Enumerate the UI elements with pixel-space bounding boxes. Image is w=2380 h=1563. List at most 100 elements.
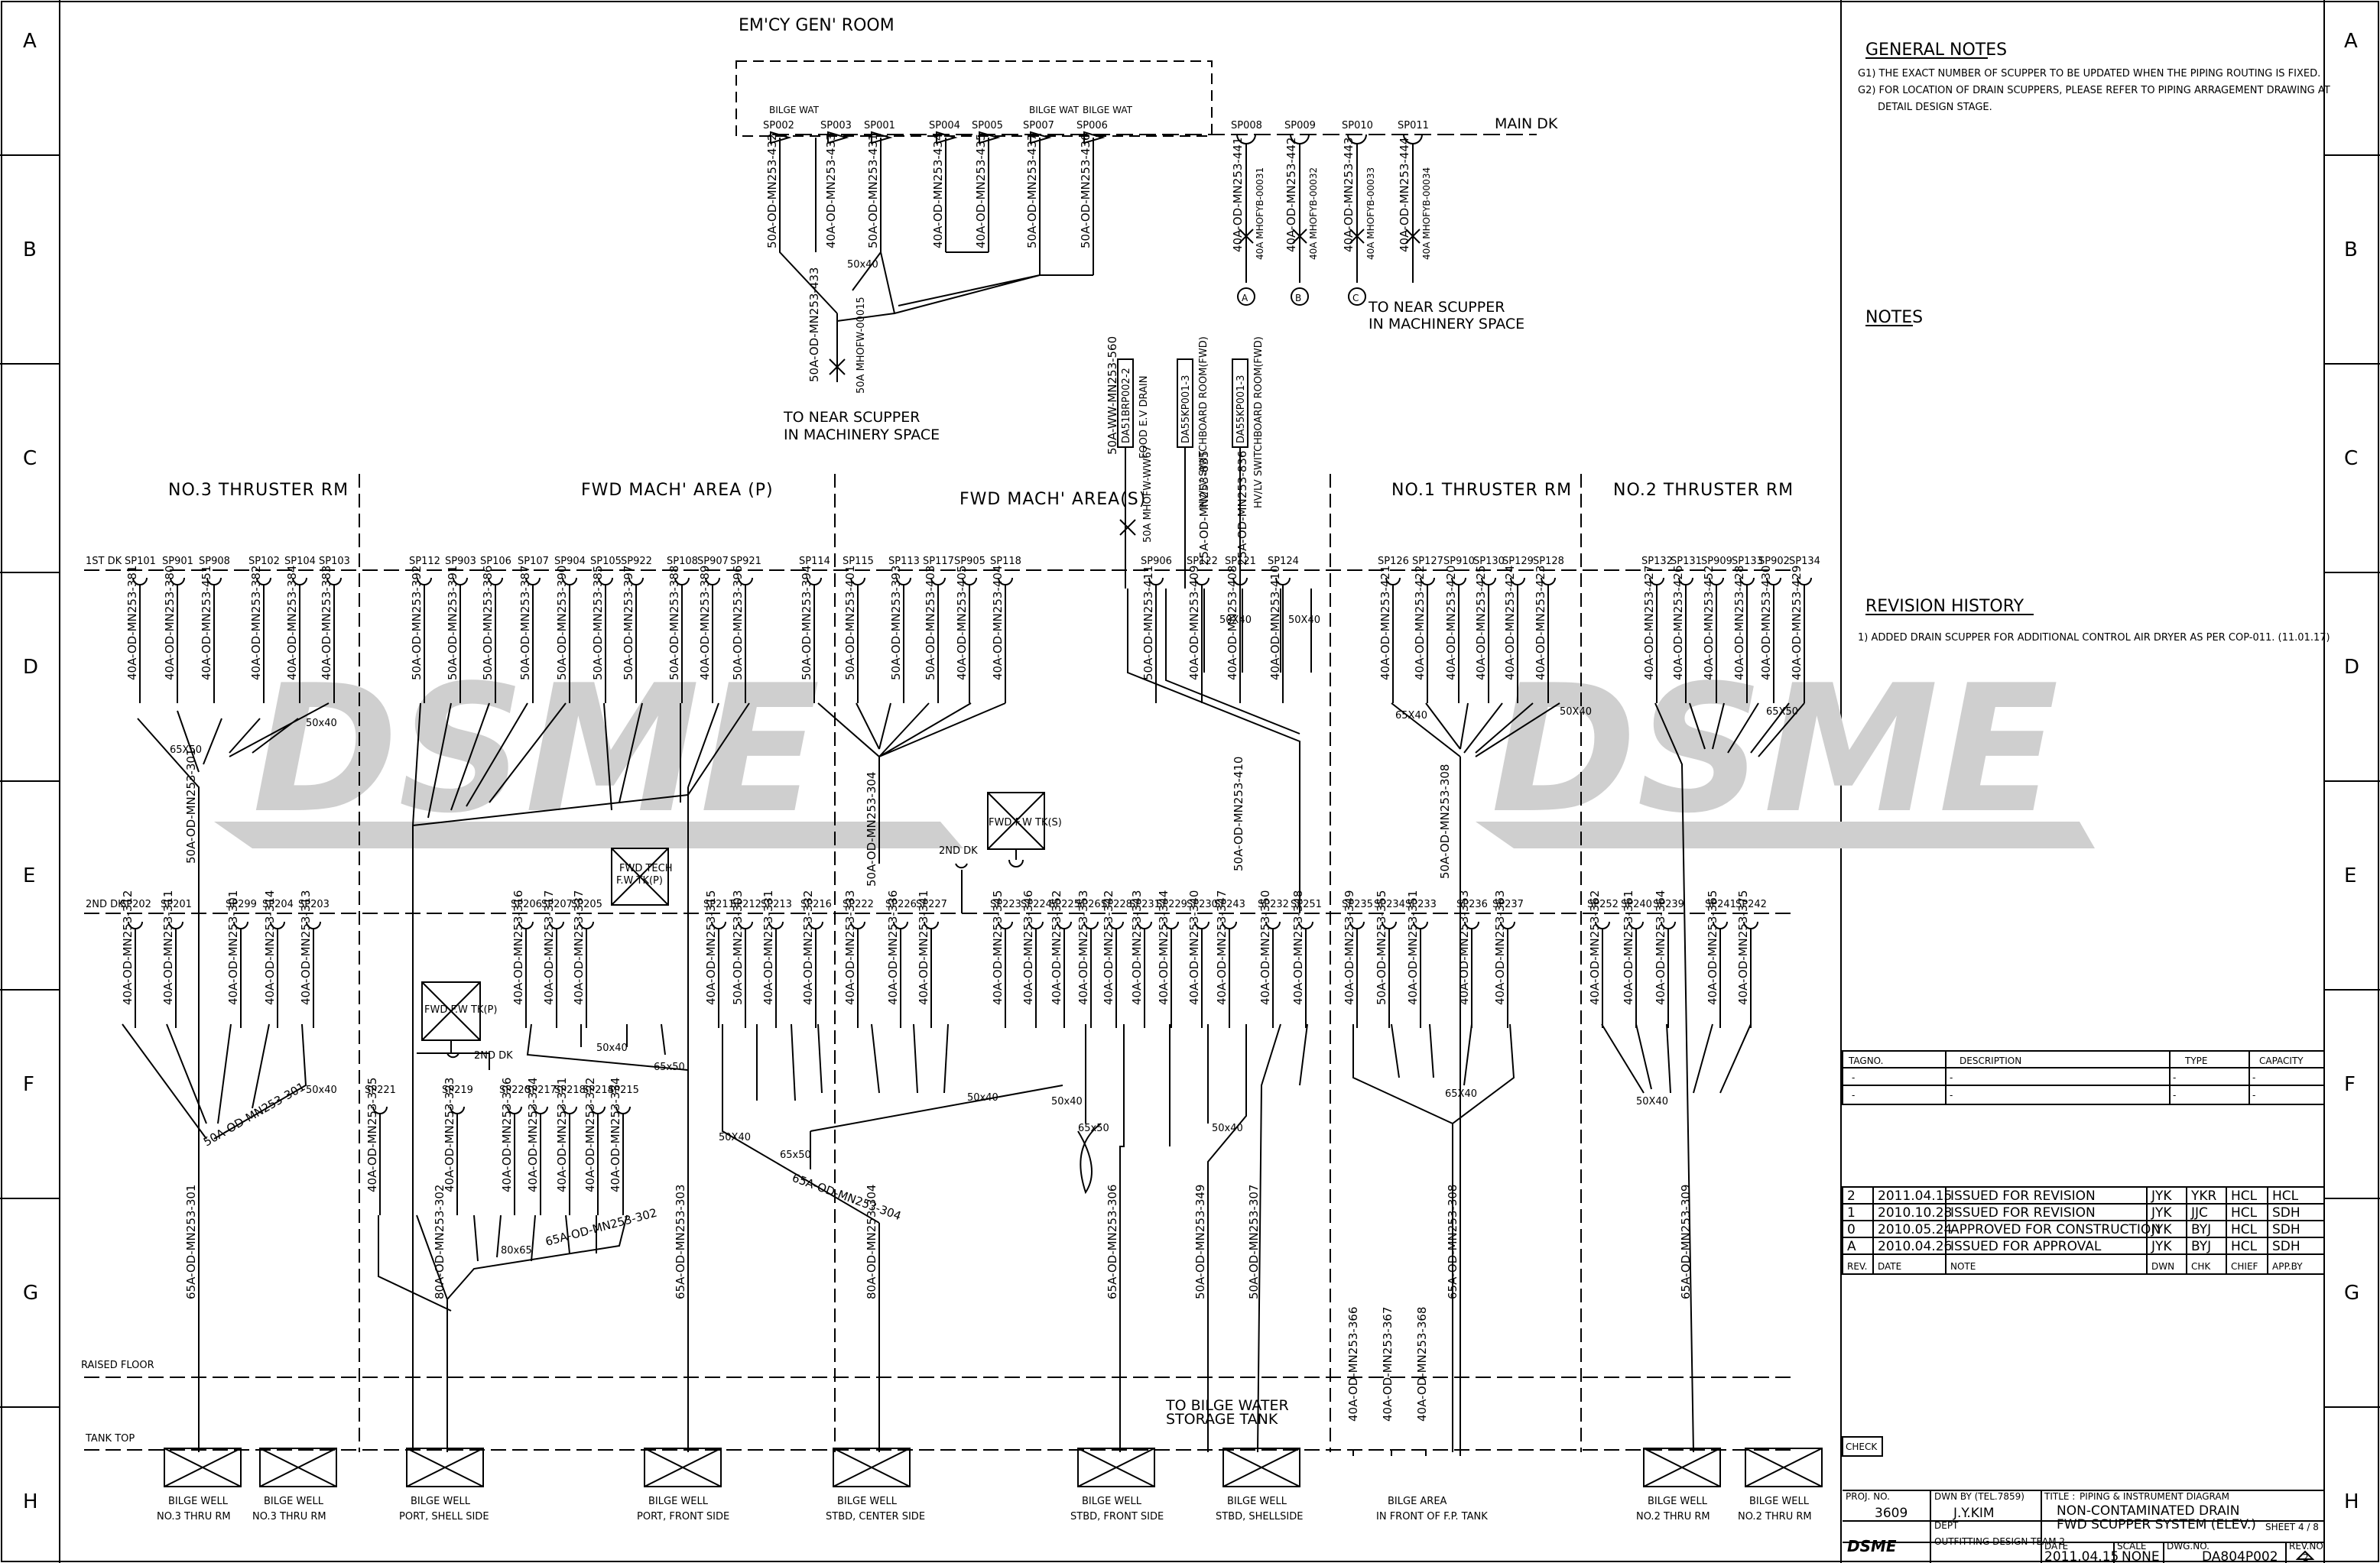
dept: OUTFITTING DESIGN TEAM 2 (1934, 1536, 2065, 1547)
revision-cell: SDH (2272, 1222, 2300, 1237)
emcy-room-title: EM'CY GEN' ROOM (739, 16, 895, 35)
reducer-label: 50X40 (1636, 1096, 1668, 1107)
emcy-to-line1: TO NEAR SCUPPER (783, 409, 920, 426)
emcy-line-2: 40A-OD-MN253-433 (824, 134, 838, 248)
tag-col-tagno: TAGNO. (1848, 1056, 1883, 1066)
bilge-well-symbol (259, 1448, 337, 1487)
scupper-label: SP232 (1258, 899, 1289, 910)
drain-line-label: 40A-OD-MN253-313 (299, 890, 313, 1005)
bilge-wat-tag: BILGE WAT (769, 105, 820, 115)
bilge-well-symbol (1077, 1448, 1155, 1487)
scupper-symbol (962, 577, 977, 585)
zone-marker-left: G (23, 1282, 38, 1305)
scupper-label: SP242 (1735, 899, 1767, 910)
scupper-label: SP904 (554, 556, 586, 567)
scupper-label: SP906 (1141, 556, 1172, 567)
bilge-well-label-1: BILGE WELL (837, 1496, 898, 1507)
drain-line-label: 40A-OD-MN253-353 (1076, 890, 1090, 1005)
drain-line-label: 40A-OD-MN253-409 (1187, 566, 1201, 680)
scupper-symbol (1628, 921, 1644, 929)
scupper-symbol (306, 921, 321, 929)
bilge-well-label-2: STBD, SHELLSIDE (1216, 1511, 1303, 1522)
main-drop-line: 80A-OD-MN253-304 (865, 1185, 878, 1299)
drain-line-label: 40A-OD-MN253-422 (1413, 566, 1427, 680)
scupper-label: SP902 (1758, 556, 1790, 567)
reducer-label: 65X40 (1395, 710, 1427, 722)
scupper-symbol (1595, 921, 1610, 929)
tag-cell: - (2252, 1090, 2255, 1101)
drain-line-label: 40A-OD-MN253-428 (1732, 566, 1746, 680)
scupper-label: SP127 (1412, 556, 1443, 567)
zone-marker-right: G (2344, 1282, 2359, 1305)
ref-hv2-text: HV/LV SWITCHBOARD ROOM(FWD) (1253, 336, 1265, 508)
scupper-label: SP215 (608, 1085, 639, 1096)
zone-marker-right: A (2344, 30, 2358, 53)
scupper-label: SP205 (571, 899, 602, 910)
emcy-scupper-label: SP004 (929, 120, 960, 131)
ref-food-drain: DA51BRP002-2 (1121, 368, 1132, 443)
drain-line-label: 40A-OD-MN253-426 (1671, 566, 1685, 680)
rev-no-label: REV.NO. (2289, 1541, 2326, 1552)
scupper-symbol (1164, 921, 1179, 929)
scupper-symbol (372, 1106, 388, 1114)
bilge-well-symbol (1222, 1448, 1300, 1487)
ref-food-drain-text: FOOD E.V DRAIN (1138, 376, 1150, 459)
scupper-label: SP113 (888, 556, 920, 567)
drain-line-label: 50A-OD-MN253-387 (518, 566, 532, 680)
revision-cell: 2010.05.24 (1878, 1222, 1952, 1237)
scupper-label: SP129 (1502, 556, 1534, 567)
area-dividers (359, 474, 1582, 1452)
zone-marker-right: H (2344, 1490, 2359, 1513)
drain-line-label: 50A-OD-MN253-403 (924, 566, 937, 680)
scupper-symbol (1298, 921, 1313, 929)
drain-line-label: 40A-OD-MN253-326 (500, 1078, 514, 1192)
scupper-symbol (1743, 921, 1758, 929)
scupper-symbol (930, 577, 946, 585)
tag-cell: - (1950, 1090, 1953, 1101)
zone-marker-left: A (23, 30, 37, 53)
dwn-by: J.Y.KIM (1953, 1506, 1995, 1521)
bilge-well-label-1: BILGE AREA (1388, 1496, 1447, 1507)
scupper-label: SP909 (1701, 556, 1732, 567)
main-drop-line: 65A-OD-MN253-303 (674, 1185, 687, 1299)
scupper-symbol (1481, 577, 1496, 585)
scupper-symbol (807, 577, 822, 585)
area-label: NO.3 THRUSTER RM (168, 481, 349, 500)
main-to-line1: TO NEAR SCUPPER (1368, 299, 1505, 316)
deck-1st-label: 1ST DK (86, 556, 122, 567)
scupper-symbol (326, 577, 342, 585)
tag-cell: - (2252, 1072, 2255, 1083)
scupper-symbol (168, 921, 183, 929)
scupper-label: SP207 (541, 899, 573, 910)
scupper-symbol (896, 577, 911, 585)
fw-tech-tank (611, 848, 669, 906)
scupper-label: SP236 (1456, 899, 1488, 910)
main-drop-line: 65A-OD-MN253-309 (1679, 1185, 1693, 1299)
drain-line-label: 50A-OD-MN253-393 (889, 566, 903, 680)
emcy-scupper-label: SP005 (972, 120, 1003, 131)
bilge-area-symbol (1352, 1450, 1461, 1456)
general-note-g1: G1) THE EXACT NUMBER OF SCUPPER TO BE UP… (1858, 68, 2320, 79)
reducer-label: 65x50 (780, 1150, 811, 1161)
emcy-line-1: 50A-OD-MN253-432 (765, 134, 779, 248)
scupper-label: SP128 (1533, 556, 1564, 567)
emcy-scupper-label: SP006 (1076, 120, 1108, 131)
notes-title: NOTES (1865, 308, 1923, 327)
bilge-well-symbol (1745, 1448, 1823, 1487)
area-label: NO.1 THRUSTER RM (1391, 481, 1572, 500)
drain-line-label: 40A-OD-MN253-346 (1021, 890, 1035, 1005)
scupper-label: SP118 (990, 556, 1021, 567)
scupper-symbol (562, 1106, 577, 1114)
drain-line-label: 40A-OD-MN253-424 (1503, 566, 1517, 680)
scupper-label: SP204 (262, 899, 294, 910)
drain-line-label: 40A-OD-MN253-420 (1444, 566, 1458, 680)
scupper-symbol (738, 577, 753, 585)
reducer-label: 50X40 (719, 1132, 751, 1143)
drain-line-label: 40A-OD-MN253-421 (1378, 566, 1392, 680)
scupper-label: SP130 (1473, 556, 1505, 567)
reducer-label: 50x40 (1051, 1096, 1083, 1107)
date-value: 2011.04.15 (2044, 1549, 2119, 1563)
scupper-symbol (1109, 921, 1124, 929)
scupper-label: SP132 (1641, 556, 1673, 567)
